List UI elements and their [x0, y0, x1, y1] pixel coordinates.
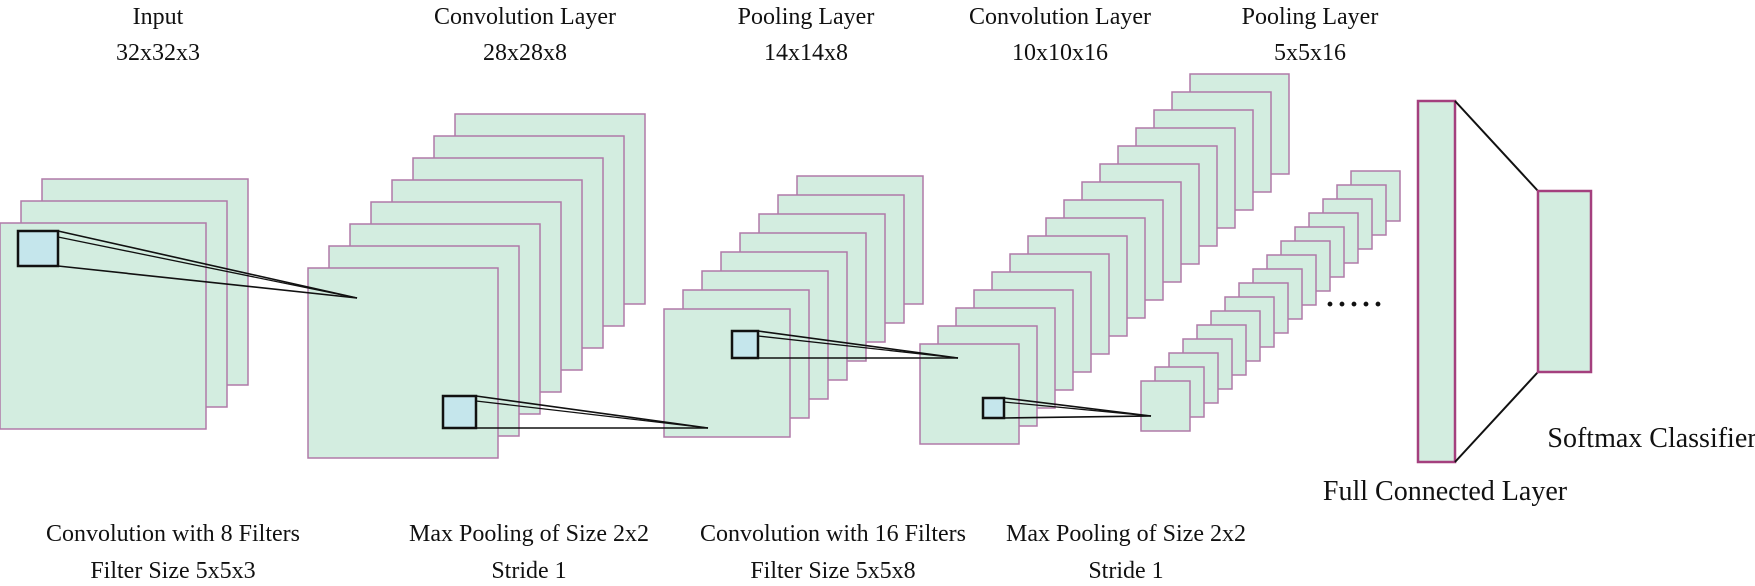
conv2-layer-title: Convolution Layer: [969, 4, 1151, 30]
softmax-classifier-box: [1536, 189, 1593, 374]
pool1-feature-maps: [663, 175, 924, 438]
op2-caption-line2: Stride 1: [491, 558, 566, 584]
op3-caption-line1: Convolution with 16 Filters: [700, 521, 966, 547]
conv2-layer-dims: 10x10x16: [1012, 40, 1108, 66]
op2-caption-line1: Max Pooling of Size 2x2: [409, 521, 649, 547]
pool1-map-1: [663, 308, 791, 438]
softmax-classifier-label: Softmax Classifier: [1547, 423, 1755, 454]
pool2-layer-title: Pooling Layer: [1242, 4, 1379, 30]
fc-to-softmax-connectors: [1454, 100, 1539, 463]
conv2-map-1: [919, 343, 1020, 445]
filter-window-conv2: [981, 396, 1152, 420]
fully-connected-label: Full Connected Layer: [1323, 476, 1568, 507]
filter-window-conv1: [441, 394, 709, 430]
input-feature-maps: [0, 178, 249, 430]
pool2-map-1: [1140, 380, 1191, 432]
filter-window-pool1: [730, 329, 959, 360]
pool1-layer-dims: 14x14x8: [764, 40, 848, 66]
fully-connected-layer: [1416, 99, 1457, 464]
conv2-feature-maps: [919, 73, 1290, 445]
op3-caption-line2: Filter Size 5x5x8: [750, 558, 915, 584]
conv1-layer-title: Convolution Layer: [434, 4, 616, 30]
op4-caption-line1: Max Pooling of Size 2x2: [1006, 521, 1246, 547]
conv1-feature-maps: [307, 113, 646, 459]
op4-caption-line2: Stride 1: [1088, 558, 1163, 584]
ellipsis-dots: ·····: [1325, 288, 1385, 321]
conv1-layer-dims: 28x28x8: [483, 40, 567, 66]
filter-window-input: [16, 229, 358, 299]
input-layer-dims: 32x32x3: [116, 40, 200, 66]
op1-caption-line2: Filter Size 5x5x3: [90, 558, 255, 584]
input-layer-title: Input: [133, 4, 184, 30]
pool2-feature-maps: [1140, 170, 1401, 432]
pool1-layer-title: Pooling Layer: [738, 4, 875, 30]
pool2-layer-dims: 5x5x16: [1274, 40, 1346, 66]
op1-caption-line1: Convolution with 8 Filters: [46, 521, 300, 547]
